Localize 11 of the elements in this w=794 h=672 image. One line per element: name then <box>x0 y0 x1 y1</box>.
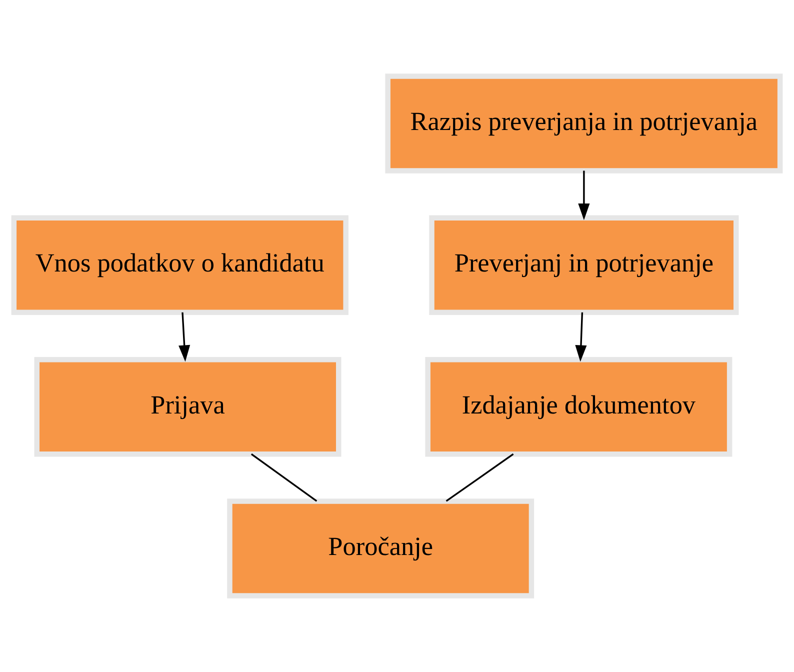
node-box: Izdajanje dokumentov <box>425 357 732 457</box>
arrow <box>178 312 190 362</box>
node-box: Razpis preverjanja in potrjevanja <box>385 74 783 174</box>
connector <box>250 453 318 502</box>
node-box: Poročanje <box>227 498 534 598</box>
connector <box>446 453 514 502</box>
node-box: Prijava <box>34 357 342 457</box>
node-box: Preverjanj in potrjevanje <box>429 215 739 315</box>
arrow <box>578 170 590 220</box>
node-box: Vnos podatkov o kandidatu <box>11 215 348 315</box>
arrow <box>575 312 587 362</box>
